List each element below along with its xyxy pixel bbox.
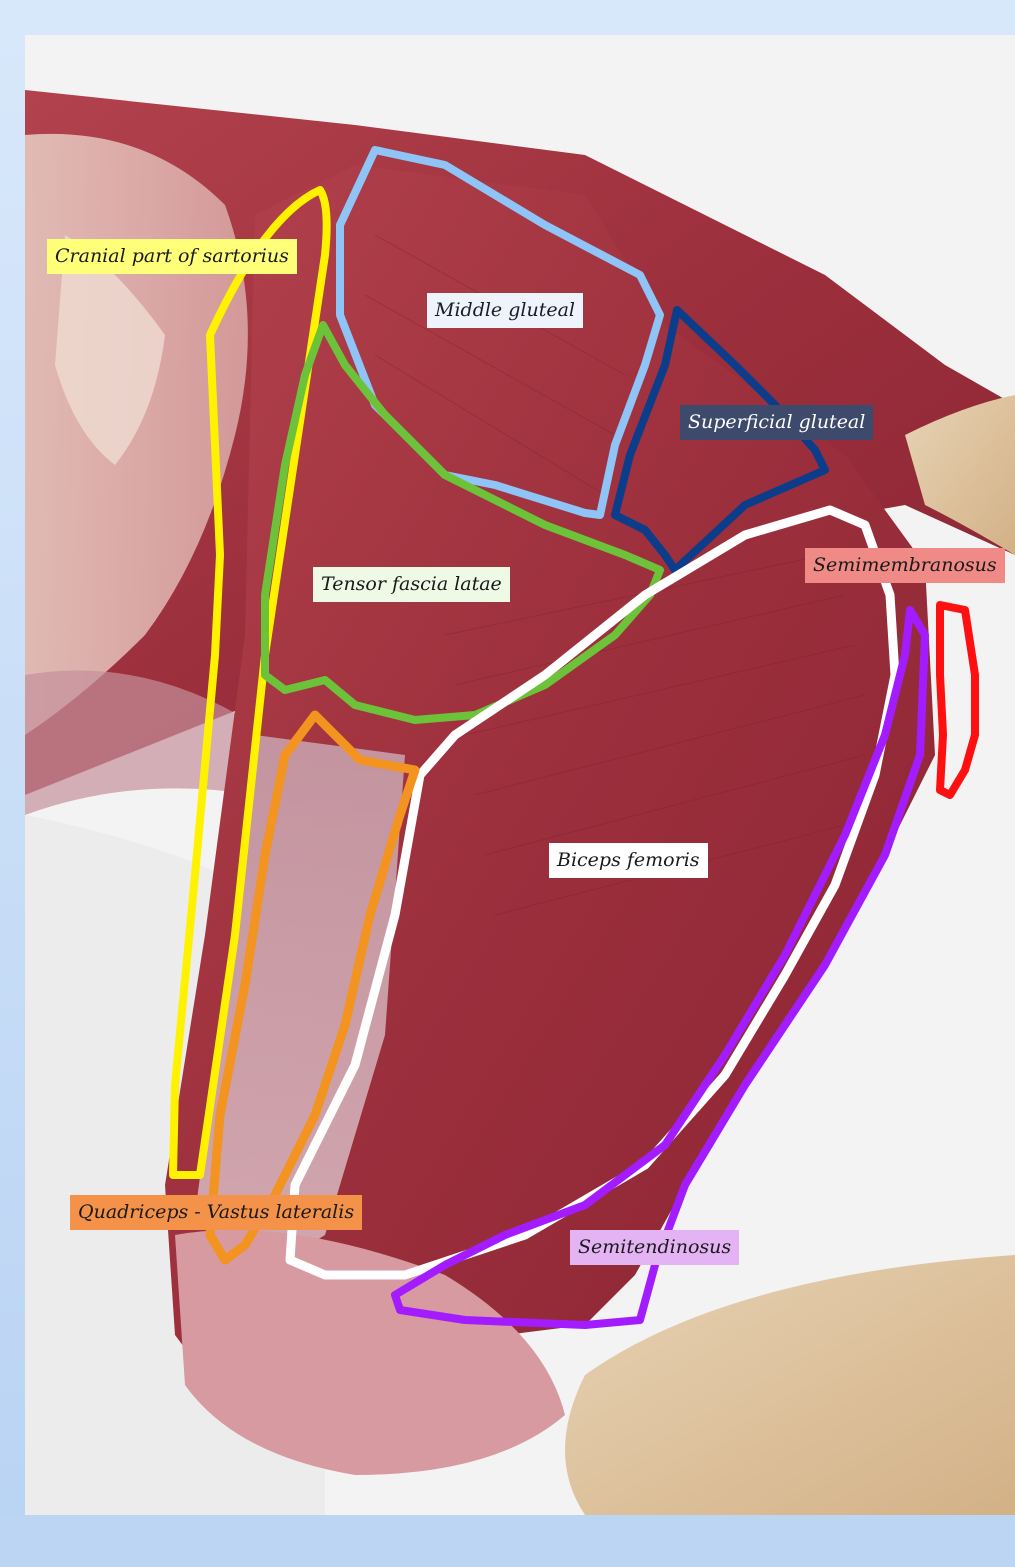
label-semimembranosus: Semimembranosus: [805, 548, 1005, 583]
label-semitendinosus: Semitendinosus: [570, 1230, 740, 1265]
label-text: Semitendinosus: [578, 1236, 732, 1258]
semimembranosus-outline: [936, 601, 979, 799]
sartorius-outline: [169, 186, 331, 1179]
label-tensor-fascia-latae: Tensor fascia latae: [313, 567, 510, 602]
knee-area: [175, 1230, 565, 1475]
label-text: Semimembranosus: [813, 554, 997, 576]
label-text: Biceps femoris: [557, 849, 700, 871]
tail-skin: [905, 395, 1015, 555]
label-text: Middle gluteal: [435, 299, 575, 321]
label-text: Cranial part of sartorius: [55, 245, 289, 267]
label-text: Superficial gluteal: [688, 411, 866, 433]
label-superficial-gluteal: Superficial gluteal: [680, 405, 874, 440]
label-quadriceps: Quadriceps - Vastus lateralis: [70, 1195, 363, 1230]
label-text: Quadriceps - Vastus lateralis: [78, 1201, 355, 1223]
anatomy-photo: Cranial part of sartorius Middle gluteal…: [25, 35, 1015, 1515]
label-text: Tensor fascia latae: [321, 573, 502, 595]
label-biceps-femoris: Biceps femoris: [549, 843, 708, 878]
label-middle-gluteal: Middle gluteal: [427, 293, 583, 328]
fat-patch: [55, 235, 165, 465]
label-cranial-sartorius: Cranial part of sartorius: [47, 239, 297, 274]
top-border: [0, 0, 1015, 20]
lower-leg-skin: [565, 1255, 1015, 1515]
middle-gluteal-outline: [336, 146, 664, 519]
bottom-border: [0, 1515, 1015, 1567]
fascia-area: [195, 735, 405, 1285]
fascia-strip: [25, 670, 255, 815]
semitendinosus-outline: [391, 606, 929, 1329]
